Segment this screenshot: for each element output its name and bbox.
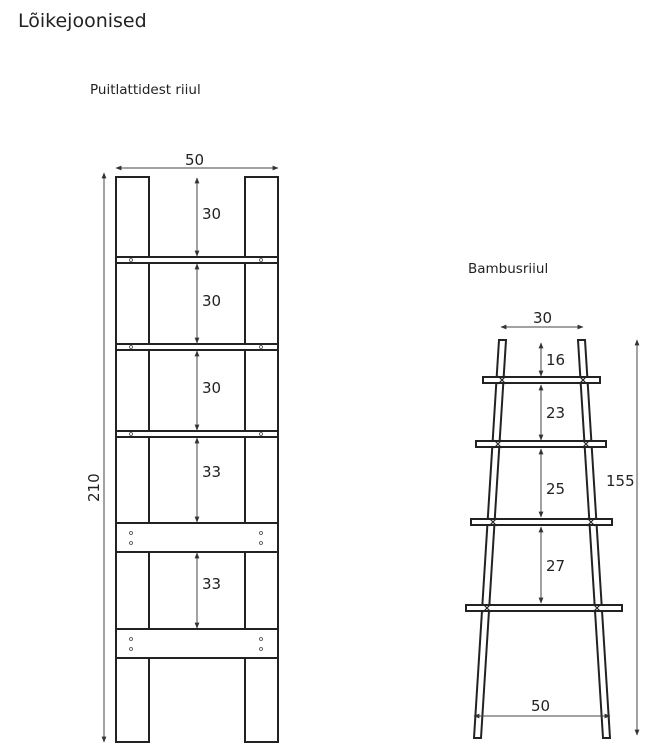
shelf-pole — [465, 604, 623, 612]
spacing-label: 30 — [202, 292, 221, 310]
top-width-label: 30 — [533, 309, 552, 327]
height-label: 155 — [606, 472, 635, 490]
shelf-pole — [475, 440, 607, 448]
shelf-board — [115, 628, 279, 659]
width-label: 50 — [185, 151, 204, 169]
spacing-label: 23 — [546, 404, 565, 422]
page-title: Lõikejoonised — [18, 10, 147, 32]
shelf-slat — [115, 256, 279, 264]
shelf-pole — [470, 518, 613, 526]
bottom-width-label: 50 — [531, 697, 550, 715]
shelf-slat — [115, 430, 279, 438]
spacing-label: 30 — [202, 379, 221, 397]
left-pole — [472, 339, 508, 739]
spacing-label: 33 — [202, 575, 221, 593]
spacing-label: 33 — [202, 463, 221, 481]
bamboo-rack: 30 50 155 16 23 25 27 — [465, 309, 640, 739]
shelf-board — [115, 522, 279, 553]
screw-holes — [129, 258, 263, 651]
spacing-label: 27 — [546, 557, 565, 575]
shelf-pole — [482, 376, 601, 384]
spacing-label: 16 — [546, 351, 565, 369]
wood-rack-label: Puitlattidest riiul — [90, 82, 201, 98]
wood-rack: 50 210 30 30 30 33 33 — [85, 151, 279, 743]
bamboo-rack-label: Bambusriiul — [468, 261, 549, 277]
spacing-label: 30 — [202, 205, 221, 223]
right-pole — [576, 339, 612, 739]
spacing-label: 25 — [546, 480, 565, 498]
height-label: 210 — [85, 473, 103, 502]
lashing-marks — [482, 375, 602, 613]
shelf-slat — [115, 343, 279, 351]
